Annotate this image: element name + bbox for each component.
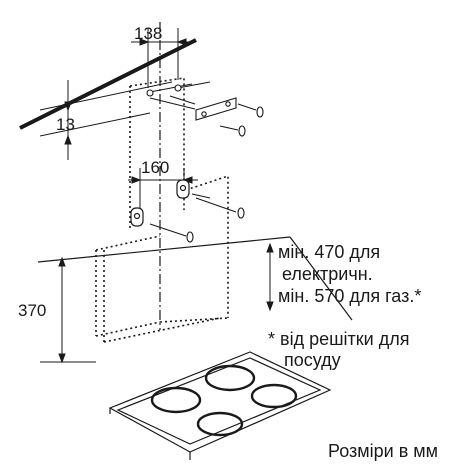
footnote-line1: * від решітки для [268, 329, 409, 349]
note-electric-label: електричн. [282, 264, 373, 284]
dimension-138 [131, 28, 196, 88]
hood-outline [103, 250, 221, 343]
upper-screws [146, 81, 264, 137]
lower-hooks [130, 179, 190, 227]
lower-screws [149, 193, 245, 243]
note-gas-min: мін. 570 для газ.* [278, 286, 421, 306]
dimension-138-label: 138 [134, 24, 162, 43]
ceiling [19, 38, 197, 130]
footnote-line2: посуду [284, 350, 341, 370]
dimension-370 [40, 256, 96, 364]
dimension-13 [39, 80, 173, 160]
note-electric-min: мін. 470 для [278, 242, 380, 262]
dimension-370-label: 370 [18, 301, 46, 320]
cooktop-burners [150, 364, 298, 437]
wall-outline [37, 236, 353, 321]
upper-bracket [195, 97, 237, 121]
dimension-clearance [266, 242, 274, 312]
dimension-160-label: 160 [141, 158, 169, 177]
dimension-13-label: 13 [56, 115, 75, 134]
units-caption: Розміри в мм [328, 441, 438, 461]
